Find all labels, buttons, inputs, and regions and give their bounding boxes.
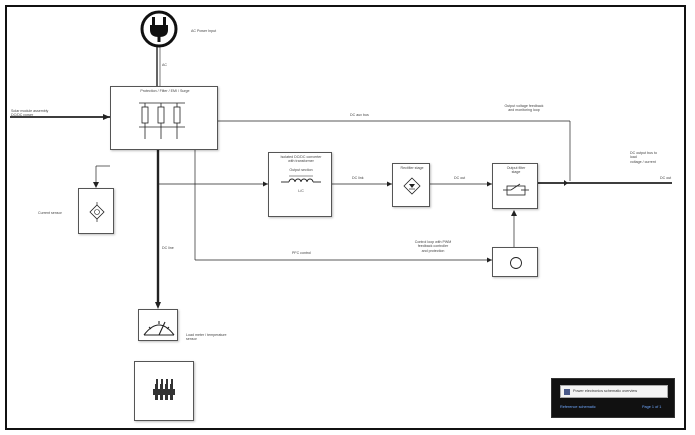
dependent-source-icon — [87, 202, 107, 222]
current-sensor-label: Current sensor — [38, 211, 62, 215]
isolated-dcdc-box[interactable]: Isolated DC/DC converter with transforme… — [268, 152, 332, 217]
rectifier-label: Rectifier stage — [400, 166, 424, 170]
output-note: DC output bus to load voltage / current — [630, 151, 657, 164]
dc-out-mid-label: DC out — [454, 176, 466, 180]
logo-square — [564, 389, 570, 395]
feedback-small-label: PFC control — [292, 251, 311, 255]
bottom-left-line-label: DC line — [162, 246, 174, 250]
rectifier-box[interactable]: Rectifier stage — [392, 163, 430, 207]
title-block: Power electronics schematic overview Ref… — [551, 378, 675, 418]
isolated-dcdc-label: Isolated DC/DC converter with transforme… — [280, 155, 322, 173]
input-protection-box[interactable]: Protection / Filter / EMI / Surge — [110, 86, 218, 150]
legend-left-text: Reference schematic — [560, 405, 596, 409]
meter-box[interactable] — [138, 309, 178, 341]
feedback-note: Control loop with PWM feedback controlle… — [414, 240, 452, 253]
dc-aux-top-label: DC aux bus — [350, 113, 369, 117]
switch-icon — [503, 180, 529, 196]
inductor-caption: L/C — [298, 189, 304, 193]
inductor-icon — [281, 173, 321, 187]
legend-title: Power electronics schematic overview — [573, 389, 638, 393]
title-block-header: Power electronics schematic overview — [560, 385, 668, 398]
diagram-frame — [5, 5, 686, 430]
legend-right-text: Page 1 of 1 — [642, 405, 662, 409]
sensor-circle-icon — [508, 255, 524, 271]
solar-input-label: Solar module assembly DC/DC power — [11, 109, 49, 118]
meter-gauge-icon — [141, 313, 177, 339]
ac-power-input-label: AC Power Input — [191, 29, 217, 33]
top-feedback-note: Output voltage feedback and monitoring l… — [504, 104, 544, 113]
input-box-title: Protection / Filter / EMI / Surge — [140, 89, 190, 93]
output-small-label: DC out — [660, 176, 672, 180]
resistor-bank-icon — [137, 97, 187, 143]
feedback-sensor-box[interactable] — [492, 247, 538, 277]
output-stage-box[interactable]: Output filter stage — [492, 163, 538, 209]
power-small-label: AC — [162, 63, 167, 67]
meter-label: Load meter / temperature sensor — [186, 333, 227, 342]
current-sensor-box[interactable] — [78, 188, 114, 234]
output-stage-label: Output filter stage — [506, 166, 526, 175]
rectifier-icon — [402, 176, 422, 196]
power-plug-icon — [139, 9, 179, 49]
capacitor-bank-box[interactable] — [134, 361, 194, 421]
capacitor-bank-icon — [151, 376, 179, 404]
dc-link-label: DC link — [352, 176, 364, 180]
